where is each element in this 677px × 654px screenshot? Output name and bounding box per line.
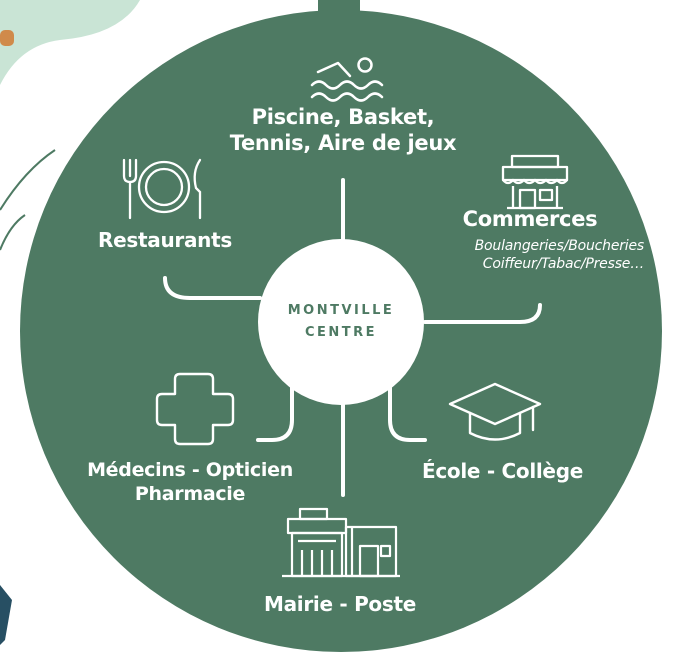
medecins-label: Médecins - Opticien Pharmacie [62, 458, 318, 506]
decor-curve-line [0, 149, 56, 211]
commerces-title: Commerces [462, 207, 598, 231]
medical-cross-icon [155, 372, 235, 446]
ecole-label: École - Collège [422, 459, 583, 483]
center-label-line1: MONTVILLE [287, 303, 395, 318]
decor-dark-shape [0, 585, 12, 645]
graduation-cap-icon [448, 382, 542, 441]
mairie-label: Mairie - Poste [264, 592, 416, 616]
shop-icon [501, 154, 569, 210]
medecins-label-line1: Médecins - Opticien [87, 459, 293, 481]
piscine-label-line1: Piscine, Basket, [251, 105, 435, 129]
decor-curve-line-2 [0, 214, 26, 251]
commerces-subtitle-line1: Boulangeries/Boucheries [474, 238, 645, 254]
connector-left [163, 276, 262, 300]
center-circle [258, 239, 424, 405]
decor-leaf-shape [0, 0, 140, 85]
restaurants-label: Restaurants [98, 228, 232, 252]
medecins-label-line2: Pharmacie [134, 483, 246, 505]
connector-lower-left [256, 376, 294, 442]
center-label-line2: CENTRE [304, 325, 378, 340]
plate-cutlery-icon [122, 158, 202, 220]
decor-orange-shape [0, 30, 14, 46]
piscine-label: Piscine, Basket, Tennis, Aire de jeux [193, 104, 493, 156]
piscine-label-line2: Tennis, Aire de jeux [229, 131, 457, 155]
connector-lower-right [388, 376, 427, 442]
swimmer-icon [310, 57, 384, 102]
commerces-subtitle-line2: Coiffeur/Tabac/Presse… [482, 256, 644, 272]
connector-right [423, 303, 542, 324]
town-hall-icon [282, 507, 400, 578]
